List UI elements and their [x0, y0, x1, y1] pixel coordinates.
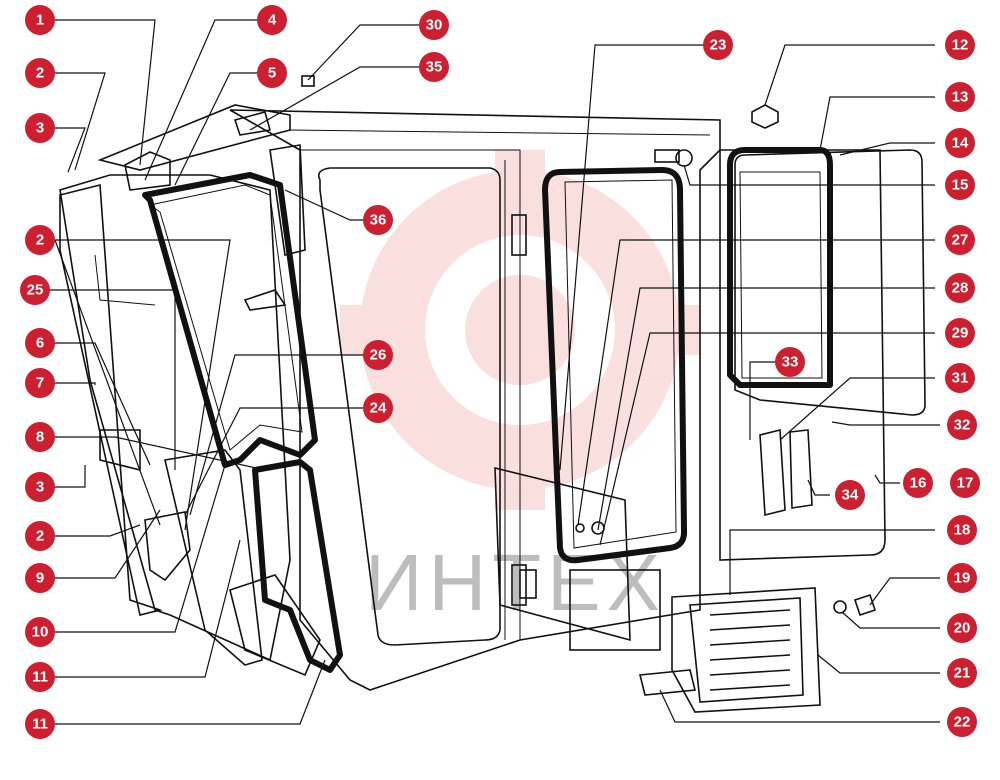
callout-2-mid: 2: [25, 225, 55, 255]
callout-36: 36: [363, 205, 393, 235]
callout-5: 5: [257, 58, 287, 88]
svg-text:9: 9: [36, 570, 44, 587]
callout-35: 35: [419, 52, 449, 82]
callout-24: 24: [363, 393, 393, 423]
callout-15: 15: [945, 170, 975, 200]
svg-text:19: 19: [954, 570, 971, 587]
latch-plate: [494, 466, 661, 651]
callout-23: 23: [703, 30, 733, 60]
callout-1: 1: [25, 5, 55, 35]
callout-2-bottom: 2: [25, 521, 55, 551]
svg-text:3: 3: [36, 479, 44, 496]
svg-text:33: 33: [782, 354, 799, 371]
callout-7: 7: [25, 368, 55, 398]
svg-text:18: 18: [954, 522, 971, 539]
rear-window-seal: [542, 167, 688, 564]
svg-text:29: 29: [952, 325, 969, 342]
heater-unit: [638, 587, 877, 713]
callout-18: 18: [947, 515, 977, 545]
callout-12: 12: [945, 30, 975, 60]
svg-text:3: 3: [36, 120, 44, 137]
svg-text:24: 24: [370, 400, 387, 417]
callout-29: 29: [945, 318, 975, 348]
callout-33: 33: [775, 347, 805, 377]
svg-text:2: 2: [36, 232, 44, 249]
svg-text:2: 2: [36, 65, 44, 82]
callout-32: 32: [947, 410, 977, 440]
right-door: [719, 147, 926, 561]
svg-text:6: 6: [36, 335, 44, 352]
callout-9: 9: [25, 563, 55, 593]
callout-11-upper: 11: [25, 662, 55, 692]
callout-30: 30: [419, 10, 449, 40]
callout-2-top: 2: [25, 58, 55, 88]
callout-17: 17: [950, 468, 980, 498]
roof-rail: [97, 104, 291, 191]
callout-13: 13: [945, 82, 975, 112]
svg-text:23: 23: [710, 37, 727, 54]
callout-6: 6: [25, 328, 55, 358]
svg-text:11: 11: [32, 716, 48, 733]
callout-19: 19: [947, 563, 977, 593]
svg-text:35: 35: [426, 59, 443, 76]
callout-16: 16: [903, 468, 933, 498]
callout-3-top: 3: [25, 113, 55, 143]
callout-25: 25: [20, 275, 50, 305]
svg-text:2: 2: [36, 528, 44, 545]
svg-text:5: 5: [268, 65, 276, 82]
door-lower-glass: [164, 449, 343, 677]
svg-text:8: 8: [36, 429, 44, 446]
callout-22: 22: [947, 707, 977, 737]
callout-10: 10: [25, 617, 55, 647]
svg-text:32: 32: [954, 417, 971, 434]
svg-text:25: 25: [27, 282, 44, 299]
svg-text:13: 13: [952, 89, 969, 106]
svg-text:22: 22: [954, 714, 971, 731]
callout-31: 31: [945, 363, 975, 393]
callout-8: 8: [25, 422, 55, 452]
svg-text:7: 7: [36, 375, 44, 392]
callout-4: 4: [257, 5, 287, 35]
svg-text:17: 17: [957, 475, 974, 492]
svg-text:20: 20: [954, 620, 971, 637]
svg-text:26: 26: [370, 347, 387, 364]
svg-text:30: 30: [426, 17, 443, 34]
callout-28: 28: [945, 273, 975, 303]
callout-20: 20: [947, 613, 977, 643]
callout-27: 27: [945, 225, 975, 255]
svg-text:15: 15: [952, 177, 969, 194]
svg-text:4: 4: [268, 12, 277, 29]
svg-text:34: 34: [842, 487, 859, 504]
callout-26: 26: [363, 340, 393, 370]
svg-text:10: 10: [32, 624, 49, 641]
svg-text:11: 11: [32, 669, 48, 686]
svg-text:12: 12: [952, 37, 969, 54]
svg-text:36: 36: [370, 212, 387, 229]
svg-text:31: 31: [952, 370, 969, 387]
outer-door-panel: [59, 183, 191, 616]
svg-text:1: 1: [36, 12, 44, 29]
callout-3-bottom: 3: [25, 472, 55, 502]
watermark-text: ИНТЕХ: [365, 538, 666, 627]
callout-34: 34: [835, 480, 865, 510]
callout-14: 14: [945, 128, 975, 158]
svg-text:14: 14: [952, 135, 969, 152]
svg-text:27: 27: [952, 232, 969, 249]
callout-21: 21: [947, 658, 977, 688]
callout-11-lower: 11: [25, 709, 55, 739]
svg-text:16: 16: [910, 475, 927, 492]
svg-text:28: 28: [952, 280, 969, 297]
left-door: [59, 144, 318, 662]
svg-text:21: 21: [954, 665, 971, 682]
